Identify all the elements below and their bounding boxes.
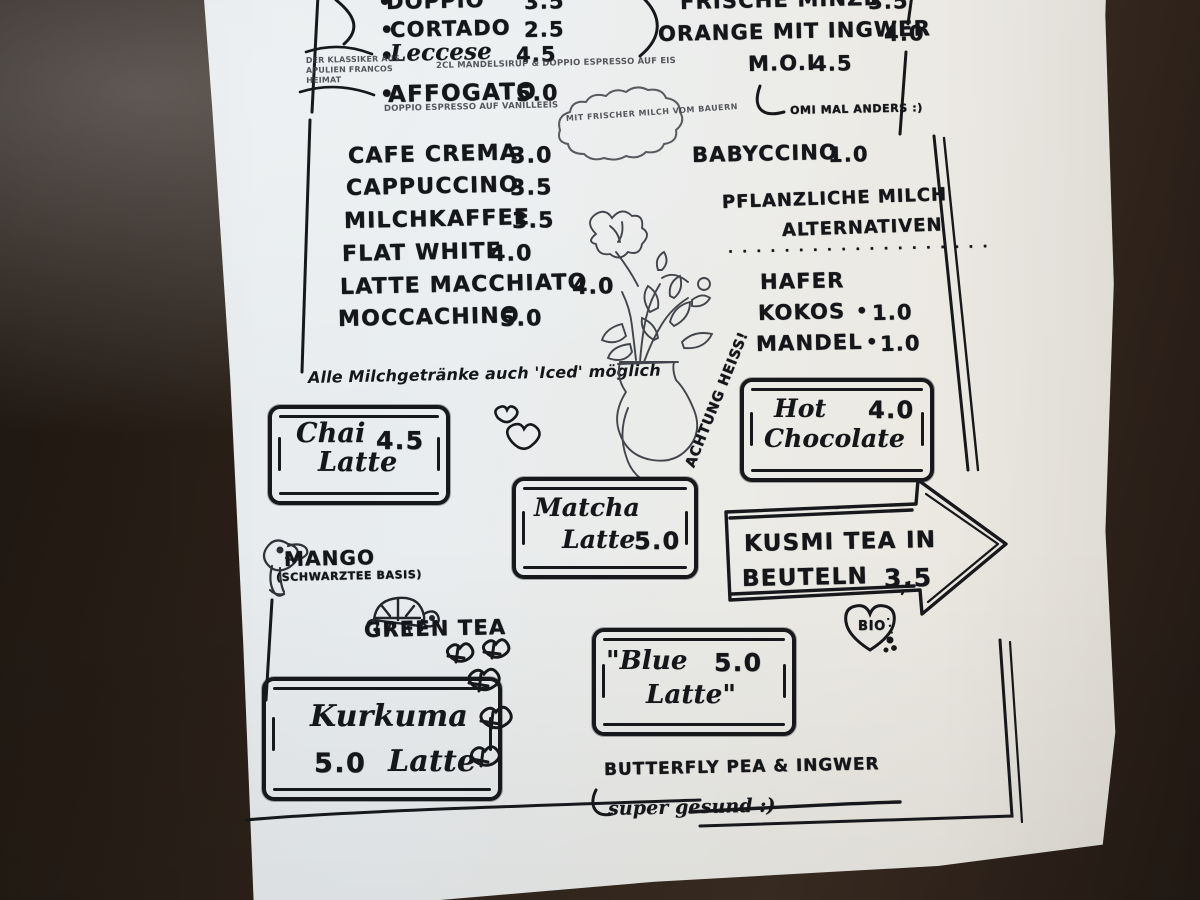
menu-item-babyccino-price: 1.0	[827, 142, 869, 167]
kusmi-line2: BEUTELN	[741, 563, 869, 592]
infusion-footnote: OMI MAL ANDERS :)	[789, 101, 923, 117]
menu-item-babyccino-name: BABYCCINO	[691, 139, 839, 167]
hot-chocolate-box	[740, 378, 934, 482]
chai-latte-price: 4.5	[376, 426, 425, 455]
menu-item-cafe-crema-name: CAFE CREMA	[347, 140, 519, 169]
tea-mango-name: MANGO	[283, 545, 376, 571]
matcha-latte-line1: Matcha	[534, 493, 640, 522]
menu-item-doppio-price: 3.5	[523, 0, 565, 14]
kusmi-line1: KUSMI TEA IN	[743, 526, 937, 557]
matcha-latte-line2: Latte	[562, 525, 636, 554]
chai-latte-box	[268, 405, 450, 505]
menu-item-cappuccino-name: CAPPUCCINO	[345, 172, 520, 201]
flower-vase-icon	[589, 210, 714, 479]
menu-item-milchkaffee-price: 3.5	[511, 208, 555, 234]
chai-latte-line1: Chai	[296, 418, 366, 449]
kurkuma-latte-box	[262, 677, 502, 801]
chai-latte-line2: Latte	[318, 447, 398, 478]
menu-item-moi-price: 4.5	[811, 51, 853, 76]
blue-latte-line1: "Blue	[606, 646, 688, 676]
menu-item-hafer-name: HAFER	[759, 268, 845, 294]
menu-item-mandel-name: MANDEL	[755, 329, 864, 356]
menu-item-flat-white-name: FLAT WHITE	[341, 238, 503, 267]
hot-chocolate-price: 4.0	[868, 396, 915, 424]
menu-item-cortado-name: CORTADO	[389, 15, 512, 42]
blue-latte-line2: Latte"	[646, 680, 737, 710]
blue-latte-note2: super gesund :)	[607, 794, 776, 820]
toucan-icon	[262, 539, 309, 597]
menu-item-cafe-crema-price: 3.0	[509, 143, 553, 169]
matcha-latte-price: 5.0	[634, 527, 681, 555]
heart-doodles-icon	[494, 405, 541, 451]
kurkuma-latte-line2: Latte	[388, 744, 477, 779]
hot-chocolate-line1: Hot	[774, 394, 827, 423]
blue-latte-box	[592, 628, 796, 736]
tea-green-tea-name: GREEN TEA	[363, 615, 507, 642]
menu-item-frische-minze-price: 3.5	[867, 0, 909, 14]
menu-item-moccachino-name: MOCCACHINO	[337, 303, 521, 332]
menu-item-milchkaffee-name: MILCHKAFFEE	[343, 205, 531, 234]
menu-item-cappuccino-price: 3.5	[509, 175, 553, 201]
menu-item-orange-ingwer-price: 4.0	[883, 21, 925, 46]
blue-latte-price: 5.0	[714, 648, 763, 677]
kusmi-bio-badge: BIO	[858, 619, 886, 634]
kokos-separator: •	[855, 300, 869, 322]
turtle-icon	[366, 596, 440, 636]
menu-item-kokos-name: KOKOS	[757, 299, 846, 325]
menu-item-doppio-name: DOPPIO	[385, 0, 485, 14]
menu-item-latte-macchiato-name: LATTE MACCHIATO	[339, 269, 588, 300]
menu-item-mandel-price: 1.0	[879, 331, 921, 356]
hot-chocolate-line2: Chocolate	[764, 424, 905, 453]
menu-item-cortado-price: 2.5	[523, 17, 565, 42]
menu-item-moi-name: M.O.I	[747, 50, 817, 76]
bio-heart-icon	[844, 604, 897, 653]
kusmi-arrow-icon	[724, 478, 1008, 616]
kurkuma-latte-line1: Kurkuma	[310, 699, 468, 734]
menu-item-kokos-price: 1.0	[871, 300, 913, 325]
speech-bubble-shape	[558, 86, 684, 161]
menu-item-flat-white-price: 4.0	[489, 241, 533, 267]
kusmi-price: 3.5	[883, 562, 933, 593]
kurkuma-latte-price: 5.0	[314, 748, 367, 779]
menu-item-moccachino-price: 5.0	[499, 306, 543, 332]
mandel-separator: •	[865, 331, 879, 353]
bullet-icon: •	[377, 0, 393, 14]
matcha-latte-box	[512, 477, 698, 579]
tea-mango-note: (SCHWARZTEE BASIS)	[275, 567, 423, 584]
